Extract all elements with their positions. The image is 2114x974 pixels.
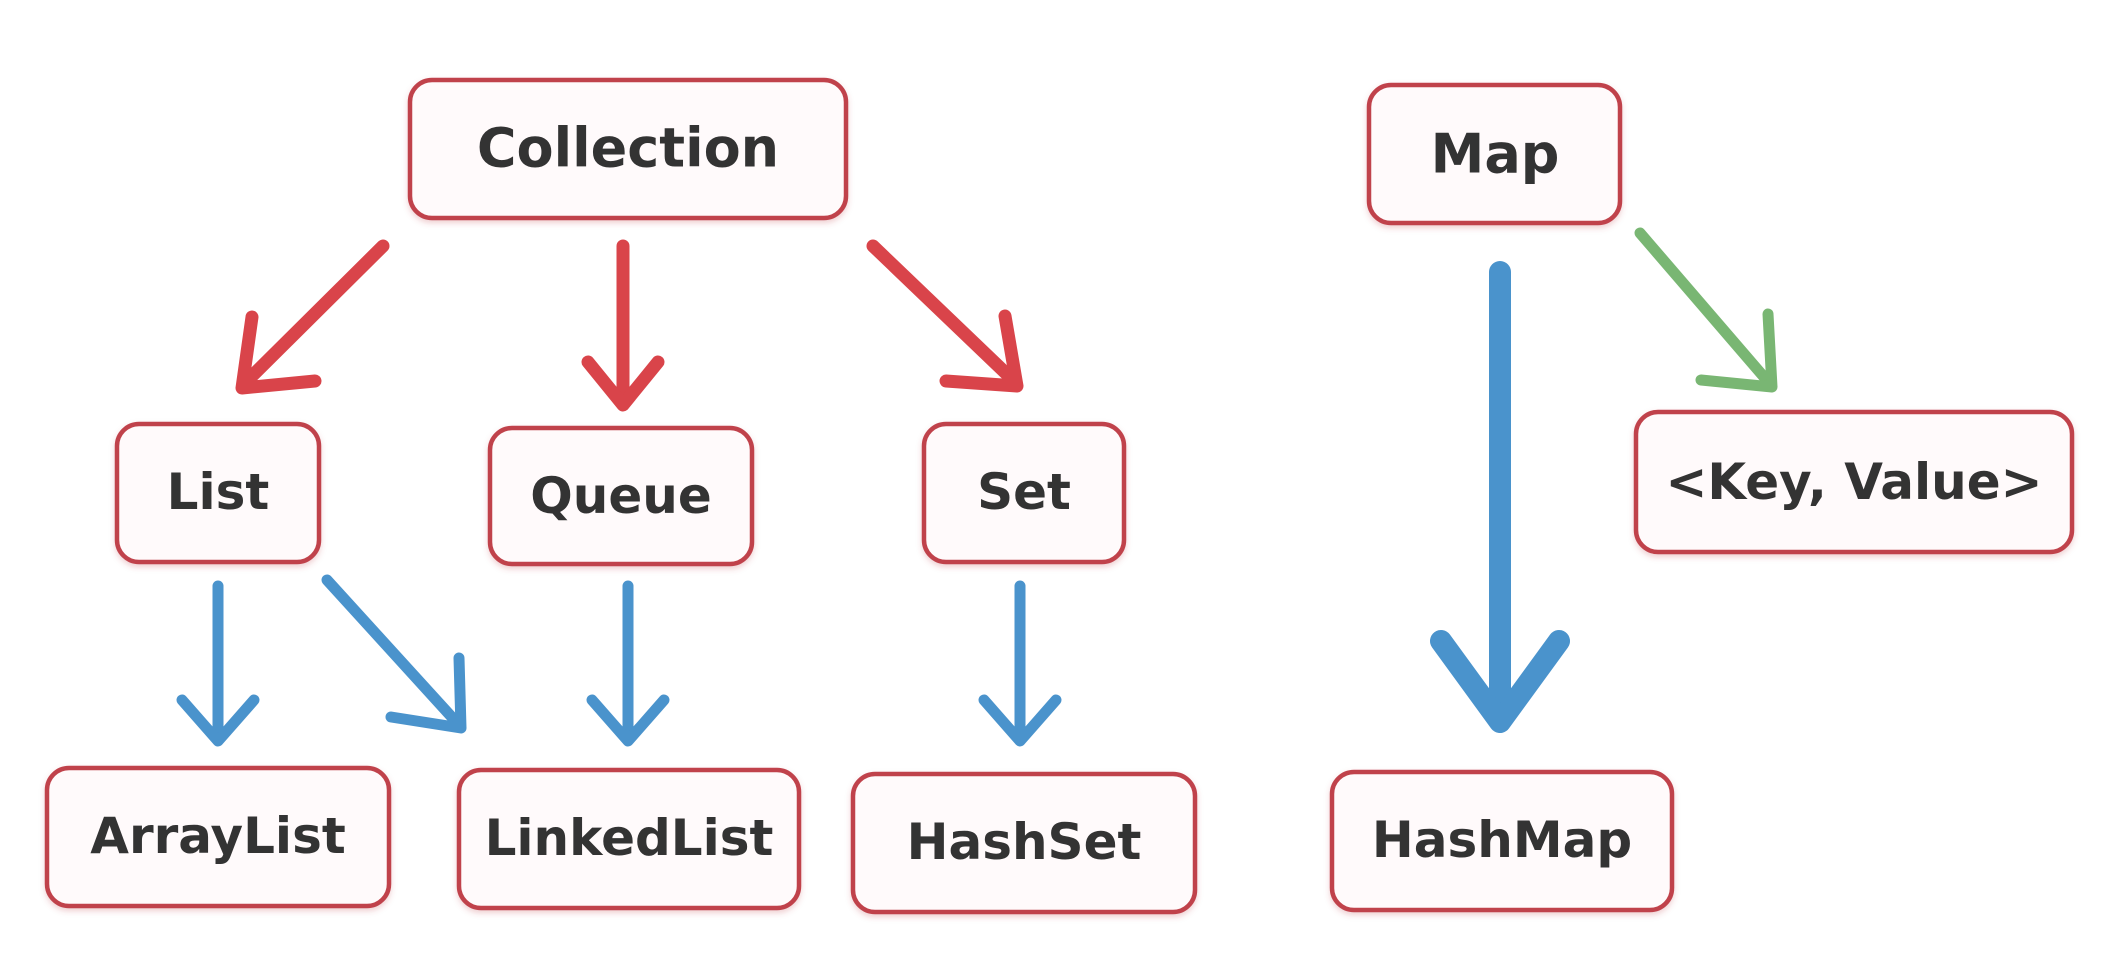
- arrow-list-to-linkedlist: [321, 574, 467, 734]
- node-list: List: [114, 421, 322, 565]
- node-arraylist: ArrayList: [44, 765, 392, 909]
- node-label-collection: Collection: [477, 117, 779, 180]
- node-label-key-value: <Key, Value>: [1665, 453, 2042, 511]
- node-key-value: <Key, Value>: [1633, 409, 2075, 555]
- arrow-map-to-hashmap: [1430, 261, 1570, 733]
- node-label-list: List: [167, 463, 270, 521]
- arrow-collection-to-list: [235, 239, 390, 395]
- node-map: Map: [1366, 82, 1623, 226]
- node-label-set: Set: [977, 463, 1071, 521]
- arrow-list-to-arraylist: [176, 580, 260, 747]
- arrow-collection-to-queue: [581, 239, 665, 412]
- node-label-hashmap: HashMap: [1372, 811, 1632, 869]
- node-label-queue: Queue: [530, 467, 712, 525]
- node-label-linkedlist: LinkedList: [485, 809, 774, 867]
- arrow-collection-to-set: [866, 239, 1024, 393]
- arrow-set-to-hashset: [978, 580, 1062, 747]
- node-hashmap: HashMap: [1329, 769, 1675, 913]
- node-collection: Collection: [407, 77, 849, 221]
- node-hashset: HashSet: [850, 771, 1198, 915]
- node-label-arraylist: ArrayList: [90, 807, 345, 865]
- arrow-map-to-key-value: [1634, 227, 1778, 393]
- node-queue: Queue: [487, 425, 755, 567]
- node-set: Set: [921, 421, 1127, 565]
- node-linkedlist: LinkedList: [456, 767, 802, 911]
- node-label-map: Map: [1431, 123, 1560, 186]
- arrow-queue-to-linkedlist: [586, 580, 670, 747]
- node-label-hashset: HashSet: [907, 813, 1142, 871]
